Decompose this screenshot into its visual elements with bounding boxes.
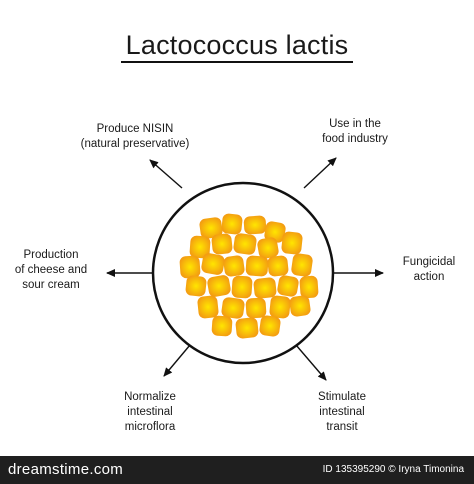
bacterium-cell [197,295,219,319]
bacterium-cell [299,275,319,299]
bacterium-cell [211,233,233,255]
bacterium-cell [257,237,279,259]
diagram-title: Lactococcus lactis [125,30,349,60]
footer-brand: dreamstime.com [8,461,124,478]
arrow-transit [295,344,327,381]
bacterium-cell [207,275,231,297]
bacterium-cell [267,255,289,277]
bacterium-cell [259,315,281,337]
arrow-microflora [163,344,191,377]
label-fungicidal: Fungicidal action [402,256,456,283]
footer-bar: dreamstime.com ID 135395290 © Iryna Timo… [0,456,474,484]
bacterium-cell [179,255,201,279]
bacterium-cell [264,221,286,243]
label-transit: Stimulate intestinal transit [318,391,366,433]
bacterium-cell [199,217,223,239]
bacterium-cell [221,213,243,235]
bacterium-cell [291,253,313,277]
label-food-industry: Use in the food industry [322,118,388,145]
bacterium-cell [243,215,267,235]
bacterium-cell [269,295,291,319]
bacterium-cell [185,275,207,297]
bacterium-cell [245,297,267,319]
bacterium-cell [233,233,257,255]
label-microflora: Normalize intestinal microflora [124,391,176,433]
bacterium-cell [231,275,253,299]
bacterium-cell [245,255,269,277]
arrow-food-industry [303,157,337,189]
bacterium-cell [211,315,233,337]
label-nisin: Produce NISIN (natural preservative) [80,123,190,150]
bacterium-cell [277,275,299,297]
footer-credit: ID 135395290 © Iryna Timonina [322,464,464,475]
bacterium-cell [189,235,211,259]
bacterium-cell [281,231,303,255]
bacterium-cell [289,295,311,317]
title-underline [121,61,353,63]
bacterium-cell [235,317,259,339]
bacterium-cell [223,255,245,277]
bacterium-cell [221,297,245,319]
bacteria-cluster [179,213,319,339]
label-cheese: Production of cheese and sour cream [14,249,88,291]
bacterium-cell [201,253,225,275]
bacterium-cell [253,277,277,299]
arrow-nisin [149,159,183,189]
